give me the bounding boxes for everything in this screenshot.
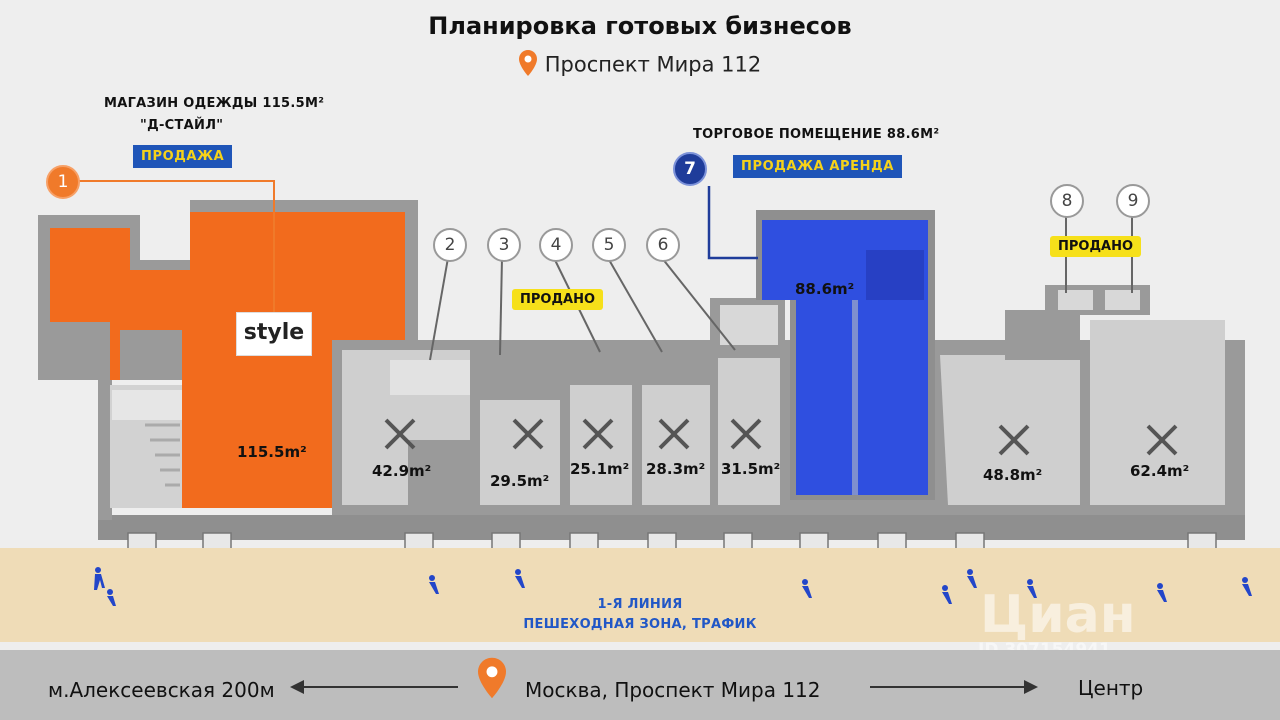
road-right-label: Центр: [1078, 676, 1144, 700]
unit-2-number[interactable]: 2: [433, 228, 467, 262]
center-sold-badge: ПРОДАНО: [512, 289, 604, 310]
unit-9-floor[interactable]: [1090, 320, 1225, 505]
unit-3-number[interactable]: 3: [487, 228, 521, 262]
page-title: Планировка готовых бизнесов: [428, 12, 852, 40]
unit-5-floor[interactable]: [642, 385, 710, 505]
arrow-right-icon: [870, 680, 1038, 694]
unit-1-description: МАГАЗИН ОДЕЖДЫ 115.5М²: [104, 96, 325, 111]
unit-8-number[interactable]: 8: [1050, 184, 1084, 218]
watermark-brand: Циан: [980, 585, 1136, 645]
unit-1-number[interactable]: 1: [46, 165, 80, 199]
unit-1-floor[interactable]: [50, 212, 405, 508]
unit-4-floor[interactable]: [570, 385, 632, 505]
unit-4-number[interactable]: 4: [539, 228, 573, 262]
location-pin-icon: [478, 657, 506, 703]
right-sold-badge: ПРОДАНО: [1050, 236, 1142, 257]
unit-7-area: 88.6m²: [795, 280, 855, 298]
unit-3-floor[interactable]: [480, 400, 560, 505]
unit-6-number[interactable]: 6: [646, 228, 680, 262]
unit-7-number[interactable]: 7: [673, 152, 707, 186]
stairs-icon: [145, 423, 180, 487]
unit-8-floor[interactable]: [940, 355, 1080, 505]
unit-2-area: 42.9m²: [372, 462, 432, 480]
unit-1-area: 115.5m²: [237, 443, 307, 461]
unit-7-status-badge: ПРОДАЖА АРЕНДА: [733, 155, 902, 178]
road-band: [0, 650, 1280, 720]
unit-5-area: 28.3m²: [646, 460, 706, 478]
unit-3-area: 29.5m²: [490, 472, 550, 490]
header-address-text: Проспект Мира 112: [544, 52, 762, 77]
location-pin-icon: [518, 50, 537, 81]
unit-4-area: 25.1m²: [570, 460, 630, 478]
road-left-label: м.Алексеевская 200м: [48, 678, 275, 702]
unit-1-name: "Д-СТАЙЛ": [140, 118, 224, 133]
unavailable-marks: [384, 418, 1178, 456]
unit-7-leader: [707, 186, 758, 260]
pedestrians: [94, 567, 1252, 606]
unit-1-status-badge: ПРОДАЖА: [133, 145, 233, 168]
header-address: Проспект Мира 112: [0, 50, 1280, 81]
street-line-label: 1-Я ЛИНИЯ: [597, 597, 683, 612]
street-traffic-label: ПЕШЕХОДНАЯ ЗОНА, ТРАФИК: [523, 617, 757, 632]
unit-1-leader: [78, 180, 275, 320]
unit-7-description: ТОРГОВОЕ ПОМЕЩЕНИЕ 88.6М²: [693, 127, 940, 142]
pedestrian-street: [0, 548, 1280, 642]
unit-8-area: 48.8m²: [983, 466, 1043, 484]
unit-9-area: 62.4m²: [1130, 462, 1190, 480]
unit-6-area: 31.5m²: [721, 460, 781, 478]
style-logo: style: [236, 312, 312, 356]
road-center-label: Москва, Проспект Мира 112: [525, 678, 821, 702]
unit-5-number[interactable]: 5: [592, 228, 626, 262]
unit-9-number[interactable]: 9: [1116, 184, 1150, 218]
arrow-left-icon: [290, 680, 458, 694]
